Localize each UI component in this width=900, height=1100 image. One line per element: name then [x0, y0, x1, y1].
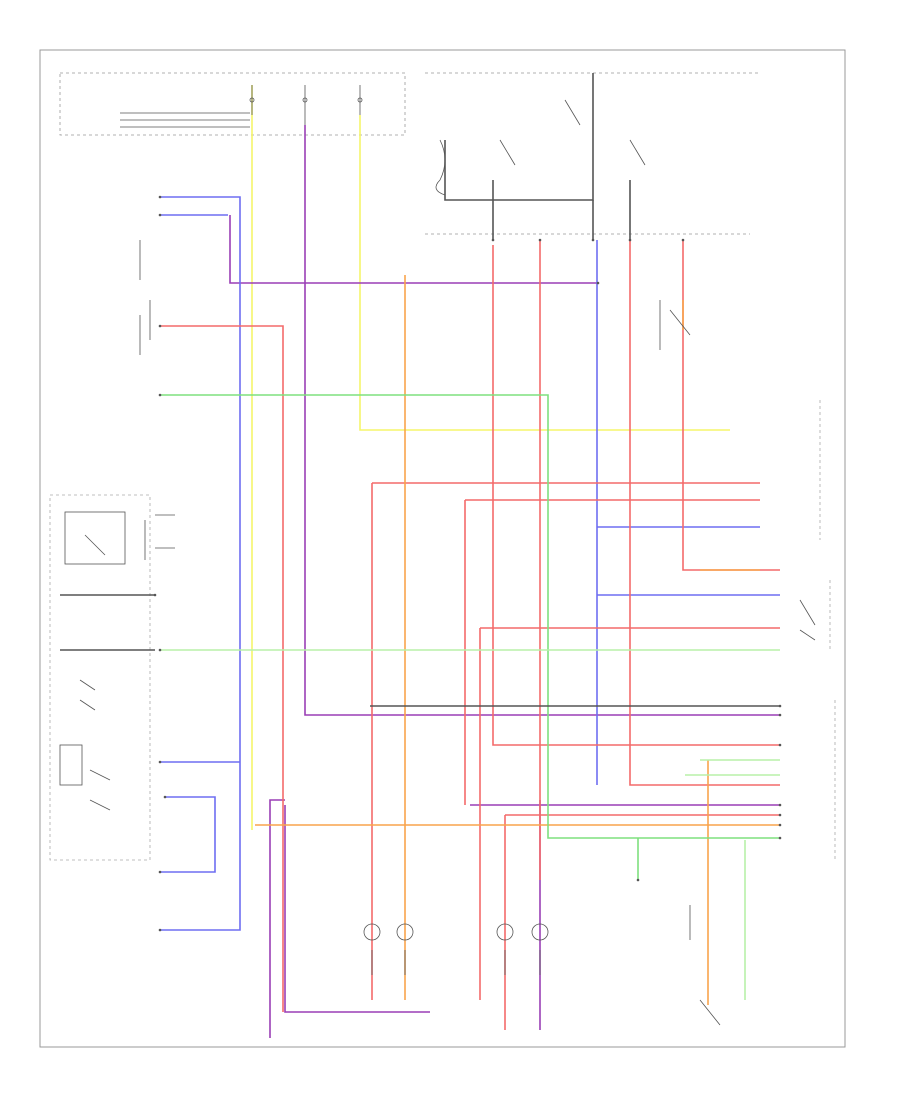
dimmer-switch-blade	[84, 534, 106, 556]
symbols	[59, 85, 816, 1026]
wire-purple-4	[269, 799, 285, 1038]
wire-red-13	[682, 240, 780, 571]
left-switch-contacts	[144, 514, 175, 560]
headlight-relay-symbol	[659, 300, 691, 350]
passing-switch-symbol	[79, 679, 96, 711]
connector-dots	[153, 195, 782, 932]
wire-red-1	[160, 325, 284, 1012]
wire-blue-4	[160, 796, 216, 873]
relay-switch-1	[499, 99, 646, 166]
wire-yellow-2	[359, 115, 730, 431]
wire-purple-1	[304, 125, 780, 716]
wire-purple-3	[284, 805, 430, 1013]
bulb-left-high	[363, 923, 381, 941]
fuse-box-outline	[59, 72, 406, 136]
top-relay-coil	[435, 139, 446, 196]
combination-switch-outline	[49, 494, 151, 861]
bulb-right-low	[531, 923, 549, 941]
bulb-left-low	[396, 923, 414, 941]
wire-blue-1	[160, 196, 241, 931]
wires	[60, 73, 780, 1038]
wire-purple-2	[229, 215, 598, 284]
bulb-right-high	[496, 923, 514, 941]
lower-right-relay	[689, 905, 721, 1026]
park-box	[59, 744, 83, 786]
wire-red-12	[629, 240, 780, 786]
left-top-switch-contacts	[139, 240, 151, 355]
ignition-switch-symbol	[120, 112, 250, 128]
ground-terminals	[371, 950, 541, 975]
dimmer-box	[64, 511, 126, 565]
fuse-link-symbols	[251, 85, 361, 125]
headlight-switch-symbol	[89, 769, 111, 811]
wire-black-4	[444, 73, 594, 201]
wire-green-1	[160, 394, 780, 839]
wire-red-6	[492, 245, 780, 746]
dimmer-relay-symbol	[799, 599, 816, 641]
diagram-border	[39, 49, 846, 1048]
